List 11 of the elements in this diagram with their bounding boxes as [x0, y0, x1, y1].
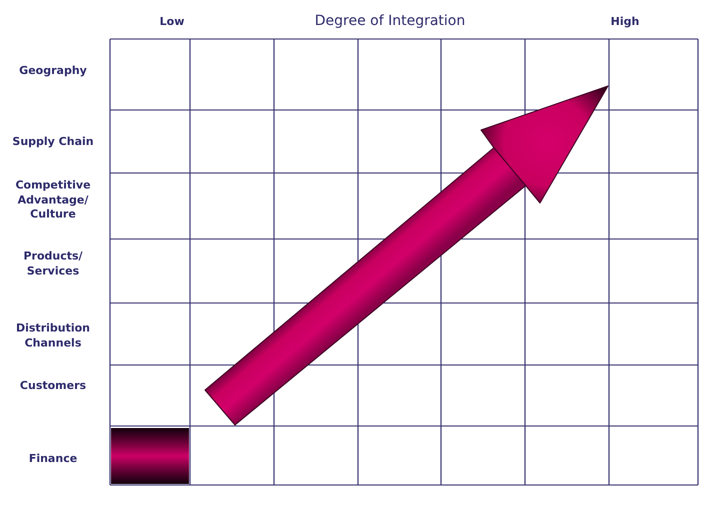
row-label: Competitive Advantage/ Culture — [14, 178, 92, 222]
row-label: Geography — [19, 64, 87, 78]
column-header: Low — [160, 14, 184, 30]
shaded-block — [111, 428, 189, 484]
row-label: Supply Chain — [12, 134, 94, 150]
axis-title: Degree of Integration — [314, 14, 466, 28]
row-label: Customers — [20, 378, 86, 394]
row-label: Distribution Channels — [14, 322, 92, 350]
column-header: High — [610, 14, 640, 30]
row-label: Products/ Services — [22, 250, 84, 278]
row-label: Finance — [28, 452, 78, 466]
